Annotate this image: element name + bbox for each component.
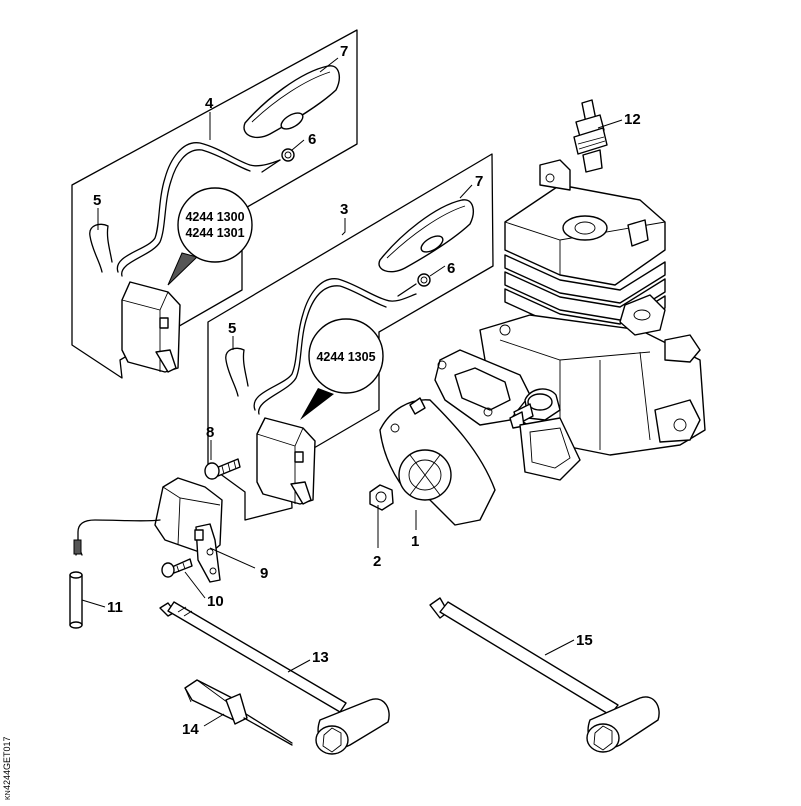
part-3-wire xyxy=(253,278,417,411)
label-part-6-upper: 6 xyxy=(308,131,316,148)
tool-part-13 xyxy=(159,601,390,755)
label-part-5-middle: 5 xyxy=(228,320,236,337)
engine-cylinder xyxy=(369,159,706,526)
screw-part-8 xyxy=(204,458,241,480)
label-part-10: 10 xyxy=(207,593,224,610)
spark-plug xyxy=(573,99,608,173)
callout-middle-line1: 4244 1305 xyxy=(316,350,375,364)
label-part-9: 9 xyxy=(260,565,268,582)
panel-outline-top xyxy=(71,29,358,379)
callout-top-line1: 4244 1300 xyxy=(185,210,244,224)
label-part-4: 4 xyxy=(205,95,214,112)
callout-top: 4244 1300 4244 1301 xyxy=(167,187,253,286)
part-4-wire xyxy=(116,142,281,273)
label-part-5-upper: 5 xyxy=(93,192,101,209)
part-6-upper xyxy=(261,148,295,173)
part-5-upper xyxy=(89,223,113,273)
ignition-coil-upper xyxy=(121,281,181,373)
label-part-8: 8 xyxy=(206,424,214,441)
part-6-middle xyxy=(397,273,431,297)
drawing-code-suffix: KN xyxy=(5,790,12,800)
label-part-12: 12 xyxy=(624,111,641,128)
label-part-3: 3 xyxy=(340,201,348,218)
label-part-13: 13 xyxy=(312,649,329,666)
pin-part-11 xyxy=(69,571,83,629)
label-part-2: 2 xyxy=(373,553,381,570)
part-7-upper xyxy=(243,65,340,139)
callout-top-line2: 4244 1301 xyxy=(185,226,244,240)
leader-lines xyxy=(81,57,623,727)
tool-part-14 xyxy=(184,679,293,746)
label-part-14: 14 xyxy=(182,721,199,738)
screw-part-10 xyxy=(161,558,193,578)
ignition-module-part-9 xyxy=(73,477,223,583)
label-part-7-upper: 7 xyxy=(340,43,348,60)
label-part-15: 15 xyxy=(576,632,593,649)
drawing-code: 4244GET017 xyxy=(2,736,12,790)
label-part-7-middle: 7 xyxy=(475,173,483,190)
label-part-1: 1 xyxy=(411,533,419,550)
label-part-11: 11 xyxy=(107,599,123,616)
label-part-6-middle: 6 xyxy=(447,260,455,277)
part-7-middle xyxy=(378,199,474,273)
callout-middle: 4244 1305 xyxy=(300,318,384,420)
ignition-coil-middle xyxy=(256,417,316,505)
part-5-middle xyxy=(225,347,249,397)
tool-part-15 xyxy=(429,597,660,753)
